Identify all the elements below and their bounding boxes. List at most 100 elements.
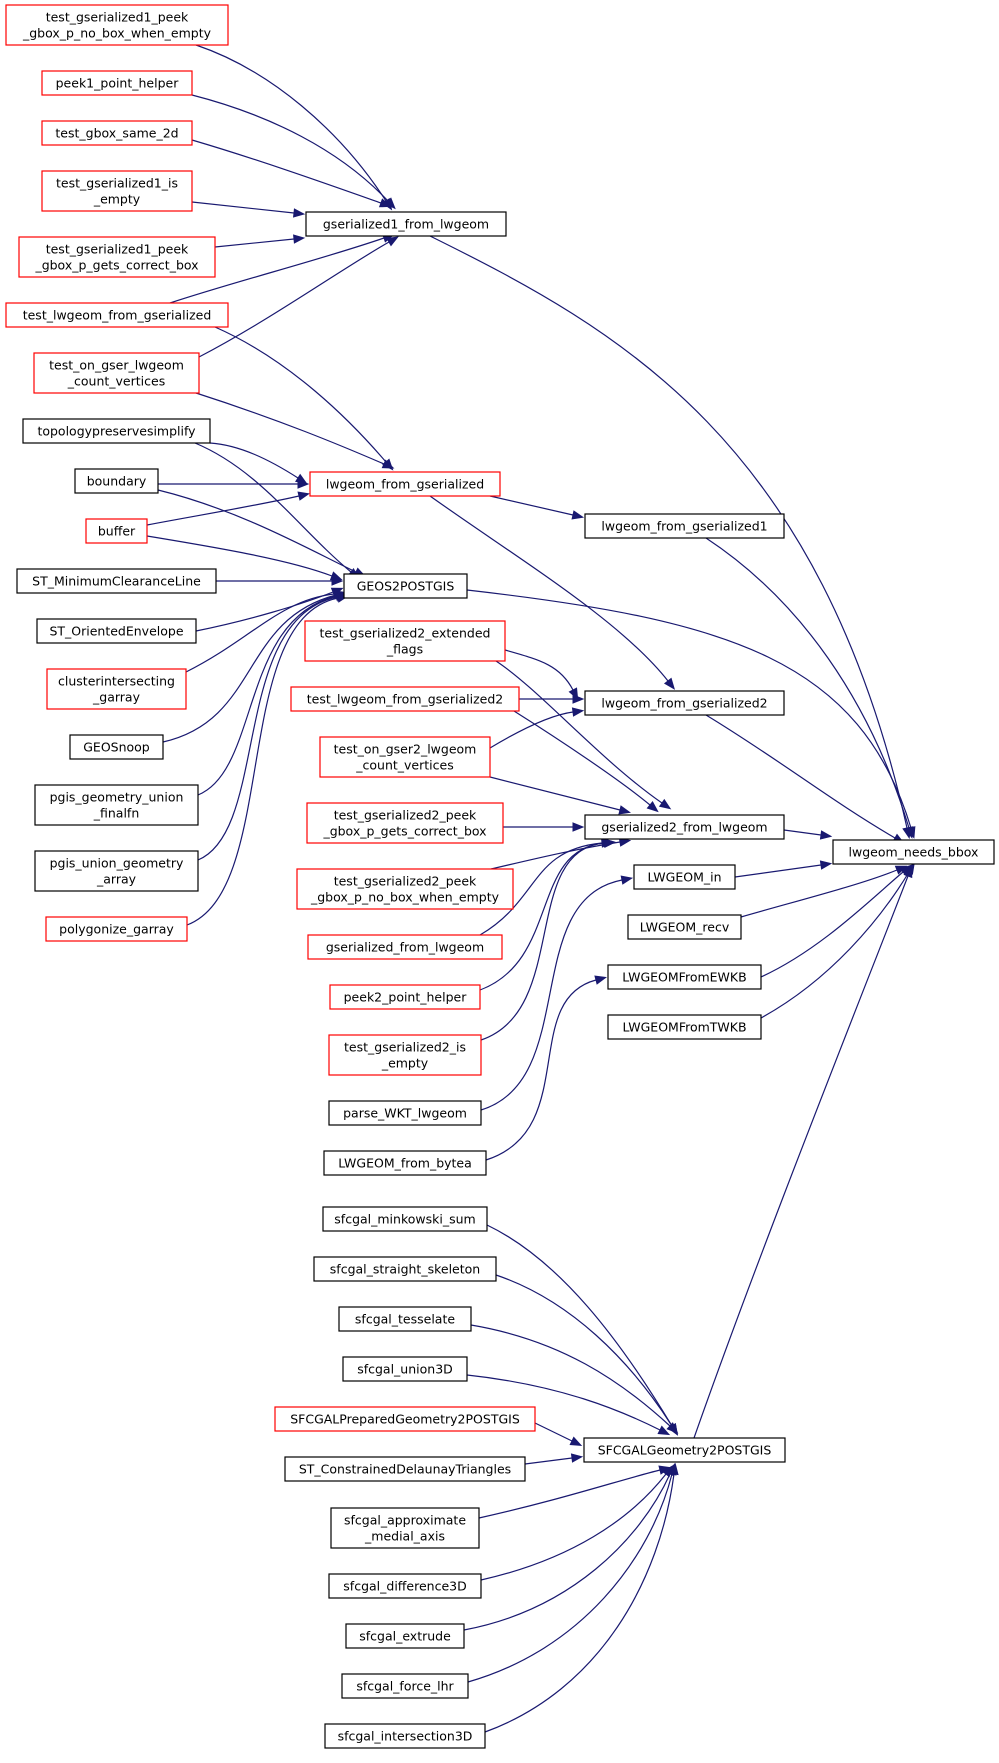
node-box[interactable]	[16, 568, 217, 594]
node-lwgeomfromewkb[interactable]: LWGEOMFromEWKB	[607, 964, 762, 990]
node-box[interactable]	[607, 964, 762, 990]
node-box[interactable]	[329, 984, 481, 1010]
node-box[interactable]	[296, 868, 514, 910]
node-lwgeom-from-gserialized[interactable]: lwgeom_from_gserialized	[309, 471, 501, 497]
node-box[interactable]	[338, 1306, 472, 1332]
node-lwgeom-needs-bbox[interactable]: lwgeom_needs_bbox	[832, 839, 995, 865]
node-test-gbox-same-2d[interactable]: test_gbox_same_2d	[41, 120, 193, 146]
node-box[interactable]	[34, 784, 199, 826]
node-box[interactable]	[319, 736, 491, 778]
node-box[interactable]	[328, 1034, 482, 1076]
node-box[interactable]	[832, 839, 995, 865]
node-lwgeomfromtwkb[interactable]: LWGEOMFromTWKB	[607, 1014, 762, 1040]
node-test-gserialized1-peek-gbox-p-gets-correct-box[interactable]: test_gserialized1_peek_gbox_p_gets_corre…	[18, 236, 216, 278]
node-peek1-point-helper[interactable]: peek1_point_helper	[41, 70, 193, 96]
node-sfcgal-intersection3d[interactable]: sfcgal_intersection3D	[324, 1723, 486, 1749]
node-lwgeom-from-gserialized2[interactable]: lwgeom_from_gserialized2	[584, 690, 785, 716]
node-geosnoop[interactable]: GEOSnoop	[69, 734, 164, 760]
node-sfcgal-difference3d[interactable]: sfcgal_difference3D	[328, 1573, 482, 1599]
node-box[interactable]	[607, 1014, 762, 1040]
node-pgis-geometry-union-finalfn[interactable]: pgis_geometry_union_finalfn	[34, 784, 199, 826]
node-box[interactable]	[584, 513, 785, 539]
node-box[interactable]	[41, 170, 193, 212]
node-lwgeom-in[interactable]: LWGEOM_in	[633, 864, 736, 890]
node-box[interactable]	[307, 934, 503, 960]
node-sfcgal-union3d[interactable]: sfcgal_union3D	[342, 1356, 468, 1382]
node-parse-wkt-lwgeom[interactable]: parse_WKT_lwgeom	[328, 1100, 482, 1126]
node-box[interactable]	[324, 1723, 486, 1749]
node-box[interactable]	[305, 211, 507, 237]
node-box[interactable]	[36, 618, 197, 644]
node-test-gserialized2-peek-gbox-p-no-box-when-empty[interactable]: test_gserialized2_peek_gbox_p_no_box_whe…	[296, 868, 514, 910]
node-box[interactable]	[328, 1573, 482, 1599]
node-box[interactable]	[274, 1406, 536, 1432]
node-box[interactable]	[345, 1623, 465, 1649]
node-box[interactable]	[627, 914, 742, 940]
node-box[interactable]	[46, 668, 187, 710]
node-box[interactable]	[74, 468, 159, 494]
node-sfcgal-straight-skeleton[interactable]: sfcgal_straight_skeleton	[313, 1256, 497, 1282]
node-box[interactable]	[322, 1206, 488, 1232]
node-peek2-point-helper[interactable]: peek2_point_helper	[329, 984, 481, 1010]
node-box[interactable]	[69, 734, 164, 760]
node-box[interactable]	[41, 120, 193, 146]
node-box[interactable]	[33, 352, 200, 394]
node-gserialized2-from-lwgeom[interactable]: gserialized2_from_lwgeom	[584, 814, 785, 840]
node-lwgeom-recv[interactable]: LWGEOM_recv	[627, 914, 742, 940]
node-st-minimumclearanceline[interactable]: ST_MinimumClearanceLine	[16, 568, 217, 594]
node-box[interactable]	[45, 916, 188, 942]
node-test-on-gser-lwgeom-count-vertices[interactable]: test_on_gser_lwgeom_count_vertices	[33, 352, 200, 394]
node-box[interactable]	[584, 690, 785, 716]
node-sfcgal-approximate-medial-axis[interactable]: sfcgal_approximate_medial_axis	[330, 1507, 480, 1549]
node-test-gserialized2-peek-gbox-p-gets-correct-box[interactable]: test_gserialized2_peek_gbox_p_gets_corre…	[306, 802, 504, 844]
node-box[interactable]	[34, 850, 199, 892]
node-boundary[interactable]: boundary	[74, 468, 159, 494]
node-box[interactable]	[22, 418, 211, 444]
node-buffer[interactable]: buffer	[85, 518, 148, 544]
node-sfcgal-force-lhr[interactable]: sfcgal_force_lhr	[341, 1673, 469, 1699]
node-test-lwgeom-from-gserialized[interactable]: test_lwgeom_from_gserialized	[5, 302, 229, 328]
node-lwgeom-from-gserialized1[interactable]: lwgeom_from_gserialized1	[584, 513, 785, 539]
node-st-constraineddelaunaytriangles[interactable]: ST_ConstrainedDelaunayTriangles	[284, 1456, 526, 1482]
node-box[interactable]	[5, 4, 229, 46]
node-box[interactable]	[341, 1673, 469, 1699]
node-gserialized1-from-lwgeom[interactable]: gserialized1_from_lwgeom	[305, 211, 507, 237]
node-box[interactable]	[343, 573, 468, 599]
node-sfcgal-extrude[interactable]: sfcgal_extrude	[345, 1623, 465, 1649]
node-sfcgalgeometry2postgis[interactable]: SFCGALGeometry2POSTGIS	[583, 1437, 786, 1463]
node-box[interactable]	[5, 302, 229, 328]
node-box[interactable]	[284, 1456, 526, 1482]
node-pgis-union-geometry-array[interactable]: pgis_union_geometry_array	[34, 850, 199, 892]
node-box[interactable]	[309, 471, 501, 497]
node-test-gserialized1-is-empty[interactable]: test_gserialized1_is_empty	[41, 170, 193, 212]
node-box[interactable]	[633, 864, 736, 890]
node-sfcgal-tesselate[interactable]: sfcgal_tesselate	[338, 1306, 472, 1332]
node-geos2postgis[interactable]: GEOS2POSTGIS	[343, 573, 468, 599]
node-test-on-gser2-lwgeom-count-vertices[interactable]: test_on_gser2_lwgeom_count_vertices	[319, 736, 491, 778]
node-box[interactable]	[342, 1356, 468, 1382]
node-box[interactable]	[18, 236, 216, 278]
node-box[interactable]	[306, 802, 504, 844]
node-test-gserialized2-is-empty[interactable]: test_gserialized2_is_empty	[328, 1034, 482, 1076]
node-box[interactable]	[290, 686, 520, 712]
node-box[interactable]	[323, 1150, 487, 1176]
node-box[interactable]	[328, 1100, 482, 1126]
node-box[interactable]	[583, 1437, 786, 1463]
node-box[interactable]	[41, 70, 193, 96]
node-box[interactable]	[85, 518, 148, 544]
node-sfcgalpreparedgeometry2postgis[interactable]: SFCGALPreparedGeometry2POSTGIS	[274, 1406, 536, 1432]
node-gserialized-from-lwgeom[interactable]: gserialized_from_lwgeom	[307, 934, 503, 960]
node-box[interactable]	[313, 1256, 497, 1282]
node-box[interactable]	[304, 620, 506, 662]
node-box[interactable]	[330, 1507, 480, 1549]
node-test-lwgeom-from-gserialized2[interactable]: test_lwgeom_from_gserialized2	[290, 686, 520, 712]
node-polygonize-garray[interactable]: polygonize_garray	[45, 916, 188, 942]
node-box[interactable]	[584, 814, 785, 840]
node-clusterintersecting-garray[interactable]: clusterintersecting_garray	[46, 668, 187, 710]
node-test-gserialized1-peek-gbox-p-no-box-when-empty[interactable]: test_gserialized1_peek_gbox_p_no_box_whe…	[5, 4, 229, 46]
node-lwgeom-from-bytea[interactable]: LWGEOM_from_bytea	[323, 1150, 487, 1176]
node-st-orientedenvelope[interactable]: ST_OrientedEnvelope	[36, 618, 197, 644]
node-topologypreservesimplify[interactable]: topologypreservesimplify	[22, 418, 211, 444]
node-test-gserialized2-extended-flags[interactable]: test_gserialized2_extended_flags	[304, 620, 506, 662]
node-sfcgal-minkowski-sum[interactable]: sfcgal_minkowski_sum	[322, 1206, 488, 1232]
